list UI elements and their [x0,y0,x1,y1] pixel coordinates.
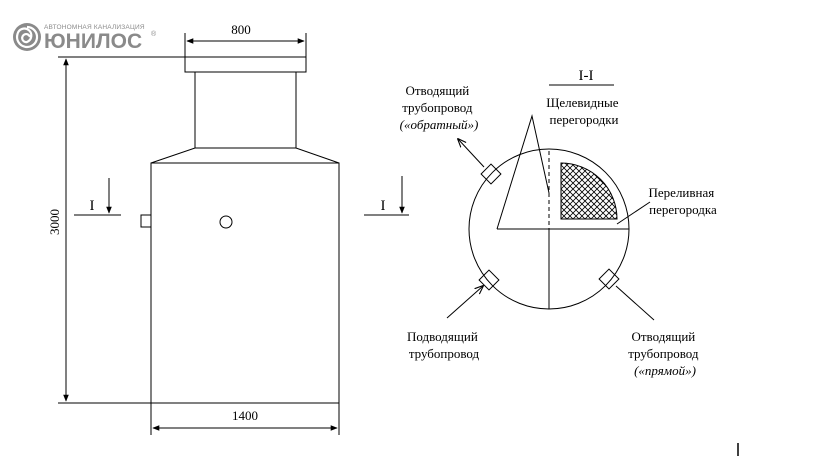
section-cut-right [364,176,409,216]
dimension-neck-width [184,33,307,57]
dimension-body-width [150,403,340,435]
inlet-stub [140,214,152,228]
section-title: I-I [579,68,594,84]
arrow-inlet [446,286,483,319]
leader-lines [446,139,655,321]
label-outlet-reverse: Отводящий трубопровод («обратный») [400,83,479,132]
company-logo: АВТОНОМНАЯ КАНАЛИЗАЦИЯ ЮНИЛОС ® [13,23,157,53]
front-view [140,56,340,404]
label-outlet-direct: Отводящий трубопровод («прямой») [628,329,702,378]
section-cut-right-label: I [381,198,386,214]
dimension-neck-label: 800 [231,22,251,37]
outlet-direct-pipe [598,268,620,290]
tank-lid [184,56,307,73]
logo-registered: ® [151,30,157,38]
tank-body [150,162,340,404]
logo-brand: ЮНИЛОС [44,30,142,53]
slot-partition-triangle [496,114,550,230]
outlet-hole [219,215,233,229]
label-slot-partitions: Щелевидные перегородки [546,95,622,127]
section-cut-left [74,178,121,216]
dimension-height [58,56,185,404]
tank-shoulder [150,147,340,164]
label-overflow-partition: Переливная перегородка [649,185,718,217]
outlet-reverse-pipe [480,163,502,185]
label-inlet: Подводящий трубопровод [407,329,481,361]
spiral-logo-icon [13,23,41,51]
overflow-partition-hatch [560,162,618,220]
dimension-height-label: 3000 [47,209,62,235]
arrow-outlet-reverse [458,139,485,168]
arrow-outlet-direct [615,285,655,321]
leader-overflow [616,201,651,225]
dimension-body-label: 1400 [232,408,258,423]
section-view [468,114,630,310]
section-cut-left-label: I [90,198,95,214]
logo-tagline: АВТОНОМНАЯ КАНАЛИЗАЦИЯ [44,24,145,31]
tank-neck [194,71,297,149]
